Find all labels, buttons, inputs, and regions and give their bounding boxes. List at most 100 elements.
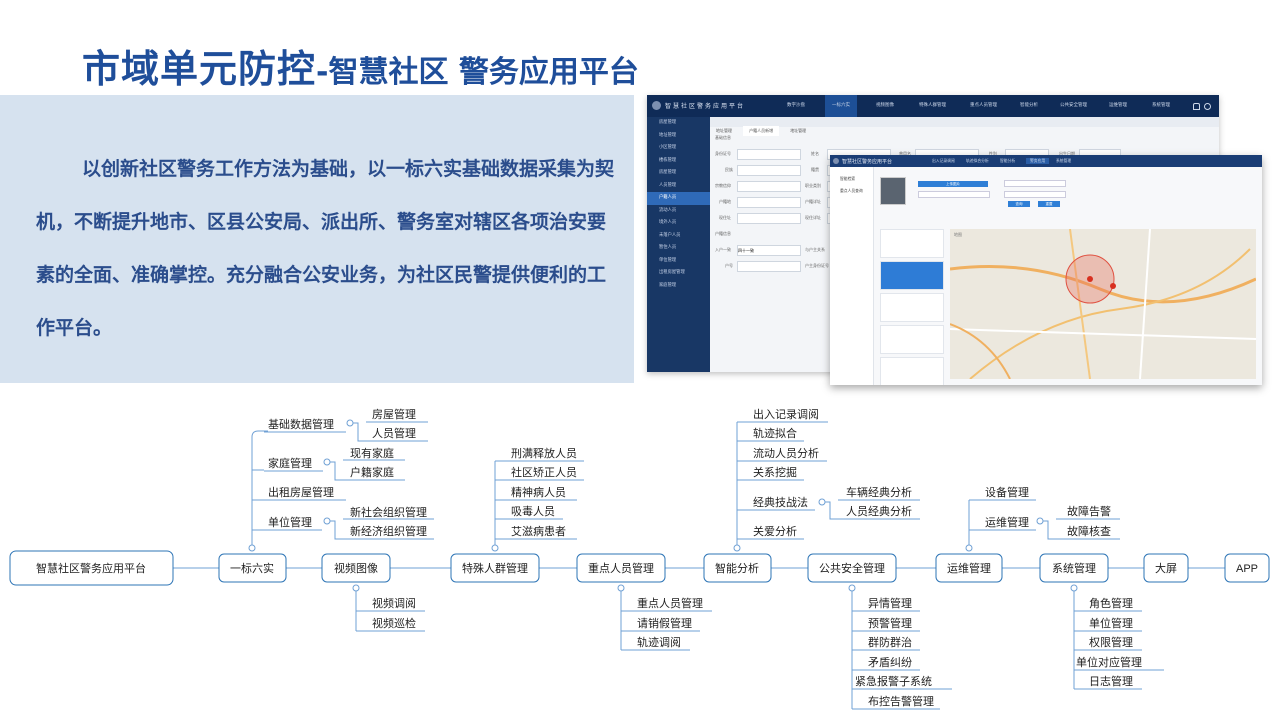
leaf[interactable]: 预警管理 [868,616,912,630]
collapse-toggle[interactable] [965,544,973,552]
leaf[interactable]: 出入记录调阅 [753,407,819,421]
leaf[interactable]: 群防群治 [868,635,912,649]
leaf[interactable]: 艾滋病患者 [511,524,566,538]
node-special[interactable]: 特殊人群管理 [462,561,528,575]
collapse-toggle[interactable] [248,544,256,552]
file-input[interactable] [918,191,990,198]
s1-input[interactable] [737,261,801,272]
s2-nav-3[interactable]: 警务应用 [1026,158,1050,164]
list-item[interactable] [880,325,944,354]
collapse-toggle[interactable] [323,517,331,525]
s1-side-item[interactable]: 房屋管理 [659,170,677,175]
s1-tab[interactable]: 地址管理 [790,128,807,133]
leaf[interactable]: 故障核查 [1067,524,1111,538]
leaf[interactable]: 基础数据管理 [268,417,334,431]
leaf[interactable]: 运维管理 [985,515,1029,529]
leaf[interactable]: 房屋管理 [372,407,416,421]
list-item[interactable] [880,357,944,385]
collapse-toggle[interactable] [1070,584,1078,592]
collapse-toggle[interactable] [352,584,360,592]
s1-nav-3[interactable]: 特殊人群管理 [919,103,946,108]
leaf[interactable]: 家庭管理 [268,456,312,470]
s1-side-item[interactable]: 楼栋管理 [659,157,677,163]
s1-side-item[interactable]: 小区管理 [659,145,677,150]
collapse-toggle[interactable] [818,498,826,506]
root-node[interactable] [9,550,174,586]
s1-input[interactable] [737,213,801,224]
collapse-toggle[interactable] [848,584,856,592]
leaf[interactable]: 重点人员管理 [637,596,703,610]
s1-tab[interactable]: 户籍人员新增 [743,126,780,136]
leaf[interactable]: 社区矫正人员 [511,465,577,479]
collapse-toggle[interactable] [733,544,741,552]
search-button[interactable]: 查询 [1008,201,1030,207]
list-item[interactable] [880,293,944,322]
s1-select[interactable] [737,181,801,192]
s1-side-item[interactable]: 地址管理 [659,132,677,138]
main-node[interactable] [807,553,897,583]
leaf[interactable]: 权限管理 [1089,635,1133,649]
leaf[interactable]: 布控告警管理 [868,694,934,708]
s1-side-item[interactable]: 人员管理 [659,182,677,188]
s1-side-item[interactable]: 未落户人员 [659,232,681,238]
s2-nav-0[interactable]: 出入记录调阅 [932,158,955,163]
leaf[interactable]: 关爱分析 [753,524,797,538]
s1-input[interactable] [737,149,801,160]
leaf[interactable]: 关系挖掘 [753,465,797,479]
s2-select[interactable] [1004,180,1066,187]
main-node[interactable] [321,553,391,583]
collapse-toggle[interactable] [346,419,354,427]
s1-input[interactable] [737,197,801,208]
s1-select[interactable] [737,165,801,176]
leaf[interactable]: 异情管理 [868,596,912,610]
main-node[interactable] [703,553,772,583]
leaf[interactable]: 轨迹拟合 [753,426,797,440]
leaf[interactable]: 流动人员分析 [753,446,819,460]
s2-nav-2[interactable]: 智能分析 [1000,158,1016,163]
main-node[interactable] [1039,553,1109,583]
s1-nav-5[interactable]: 智能分析 [1020,103,1038,108]
user-icon[interactable] [1204,103,1211,110]
main-node[interactable] [576,553,666,583]
node-app[interactable]: APP [1236,563,1258,575]
s1-side-item[interactable]: 出租房屋管理 [659,270,685,275]
leaf[interactable]: 出租房屋管理 [268,485,334,499]
main-node[interactable] [218,553,287,583]
s1-nav-7[interactable]: 运维管理 [1109,103,1127,108]
collapse-toggle[interactable] [1036,517,1044,525]
leaf[interactable]: 人员经典分析 [846,504,912,518]
leaf[interactable]: 请销假管理 [637,616,692,630]
upload-button[interactable]: 上传图片 [918,181,988,187]
leaf[interactable]: 视频巡检 [372,616,416,630]
leaf[interactable]: 吸毒人员 [511,505,555,518]
node-ops[interactable]: 运维管理 [947,561,991,575]
s1-nav-4[interactable]: 重点人员管理 [970,103,997,108]
list-item[interactable] [880,229,944,258]
node-screen[interactable]: 大屏 [1155,561,1177,575]
s1-nav-0[interactable]: 数字沙盘 [787,103,805,108]
main-node[interactable] [450,553,540,583]
leaf[interactable]: 人员管理 [372,426,416,440]
s1-side-item[interactable]: 家庭管理 [659,282,677,288]
collapse-toggle[interactable] [491,544,499,552]
leaf[interactable]: 车辆经典分析 [846,485,912,499]
list-item-active[interactable] [880,261,944,290]
leaf[interactable]: 角色管理 [1089,596,1133,610]
leaf[interactable]: 单位对应管理 [1076,655,1142,669]
leaf[interactable]: 新经济组织管理 [350,524,427,538]
leaf[interactable]: 矛盾纠纷 [868,656,912,669]
leaf[interactable]: 故障告警 [1067,504,1111,518]
s2-nav-1[interactable]: 轨迹拟合分析 [966,158,989,163]
node-public-safety[interactable]: 公共安全管理 [819,561,885,575]
s1-side-item[interactable]: 流动人员 [659,207,677,213]
leaf[interactable]: 经典技战法 [753,495,808,509]
s2-nav-4[interactable]: 系统管理 [1056,158,1072,163]
map-view[interactable]: 地图 [950,229,1256,379]
main-node[interactable] [935,553,1003,583]
reset-button[interactable]: 重置 [1038,201,1060,207]
s2-side-item[interactable]: 智能检索 [840,176,856,181]
leaf[interactable]: 户籍家庭 [350,465,394,479]
s1-nav-8[interactable]: 系统管理 [1152,103,1170,108]
leaf[interactable]: 紧急报警子系统 [855,674,932,688]
s1-nav-1[interactable]: 一标六实 [825,95,857,117]
